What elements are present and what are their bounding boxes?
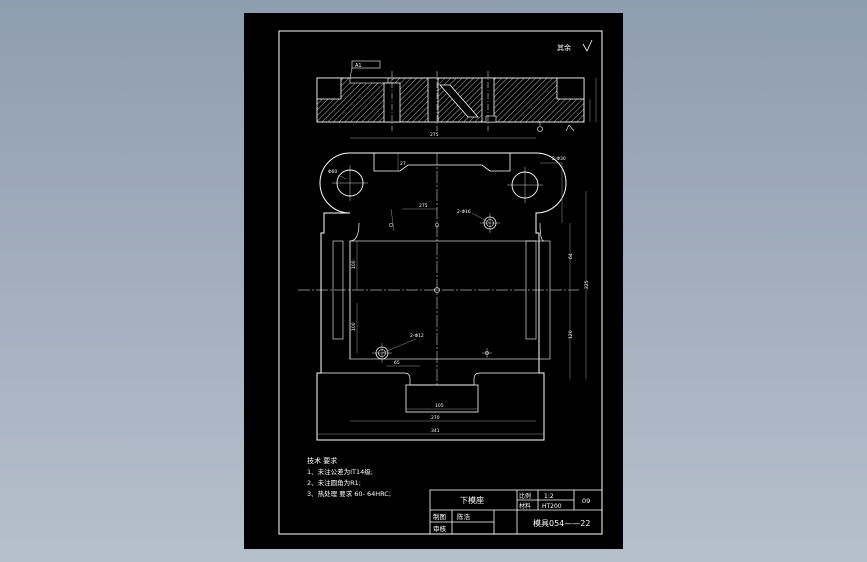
draw-label: 制图 <box>433 512 446 521</box>
dim-width-270: 270 <box>431 415 440 421</box>
section-view: A1 <box>316 60 597 132</box>
dim-width-341: 341 <box>431 428 440 434</box>
check-label: 审核 <box>433 524 447 533</box>
drawer-name: 陈浩 <box>457 512 471 521</box>
dim-angle: 65 <box>394 360 400 366</box>
dim-slot: 105 <box>435 403 444 409</box>
dim-hole-2x12: 2-Φ12 <box>410 333 424 339</box>
dim-inner-width: 275 <box>419 203 428 209</box>
drawing-sheet: 其余 A1 275 <box>244 13 623 549</box>
roughness-symbol-icon <box>582 39 593 52</box>
plan-dimensions <box>317 153 587 435</box>
dim-dia-60: Φ60 <box>328 169 337 175</box>
dim-left-a: 100 <box>351 260 357 269</box>
technical-notes: 技术 要求 1、未注公差为IT14级; 2、未注圆角为R1; 3、热处理 要求 … <box>307 456 391 498</box>
material-value: HT200 <box>542 503 562 510</box>
note-item: 2、未注圆角为R1; <box>307 478 361 487</box>
note-item: 1、未注公差为IT14级; <box>307 467 373 476</box>
drawing-number: 模具054——22 <box>533 518 590 528</box>
scale-value: 1:2 <box>544 493 554 500</box>
dim-depth: 27 <box>400 161 406 167</box>
notes-title: 技术 要求 <box>307 456 337 465</box>
quantity: 09 <box>582 497 590 505</box>
plan-view <box>298 152 579 441</box>
dim-left-b: 100 <box>351 322 357 331</box>
dim-hole-2x16: 2-Φ16 <box>457 209 471 215</box>
material-label: 材料 <box>519 502 531 510</box>
scale-label: 比例 <box>519 492 531 500</box>
corner-note: 其余 <box>557 43 571 52</box>
section-label: A1 <box>355 63 362 69</box>
dim-top-width: 275 <box>430 132 439 138</box>
part-name: 下模座 <box>460 495 484 505</box>
dim-side-225: 225 <box>584 280 590 289</box>
dim-side-120: 120 <box>568 330 574 339</box>
dim-side-64: 64 <box>568 253 574 259</box>
dim-hole-2x30: 2-Φ30 <box>552 156 566 162</box>
title-block <box>429 489 603 535</box>
note-item: 3、热处理 要求 60- 64HRC; <box>307 489 391 498</box>
cad-drawing: 其余 A1 275 <box>278 30 603 535</box>
